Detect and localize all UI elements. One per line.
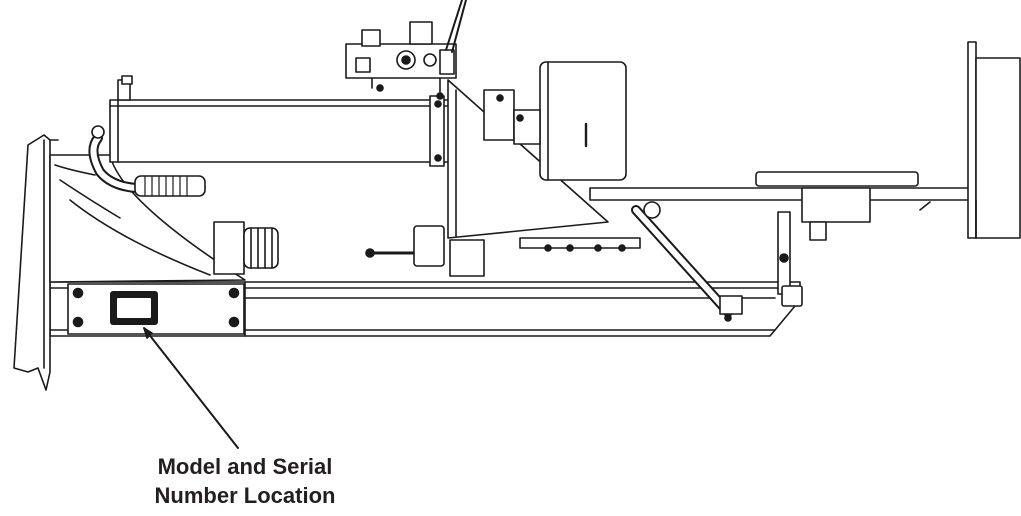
hydraulic-hose: [88, 125, 206, 197]
callout-leader-line: [143, 327, 239, 449]
log-splitter-side-view-drawing: [13, 0, 1021, 449]
serial-location-callout: Model and Serial Number Location: [130, 452, 360, 510]
hydraulic-cylinder: [109, 75, 451, 167]
beam-rear-frame: [777, 211, 803, 307]
engine-base-rail: [519, 187, 977, 252]
valve-handle-rod: [365, 225, 485, 277]
foot-plate: [13, 134, 59, 391]
engine: [483, 61, 627, 181]
control-valve: [345, 0, 467, 100]
callout-line-2: Number Location: [154, 483, 336, 508]
log-cradle: [755, 171, 919, 241]
callout-line-1: Model and Serial: [157, 454, 333, 479]
rear-end-plate: [919, 41, 1021, 239]
serial-number-plate: [110, 291, 158, 325]
wedge-carriage: [213, 221, 279, 275]
stripper-lever: [631, 201, 743, 322]
